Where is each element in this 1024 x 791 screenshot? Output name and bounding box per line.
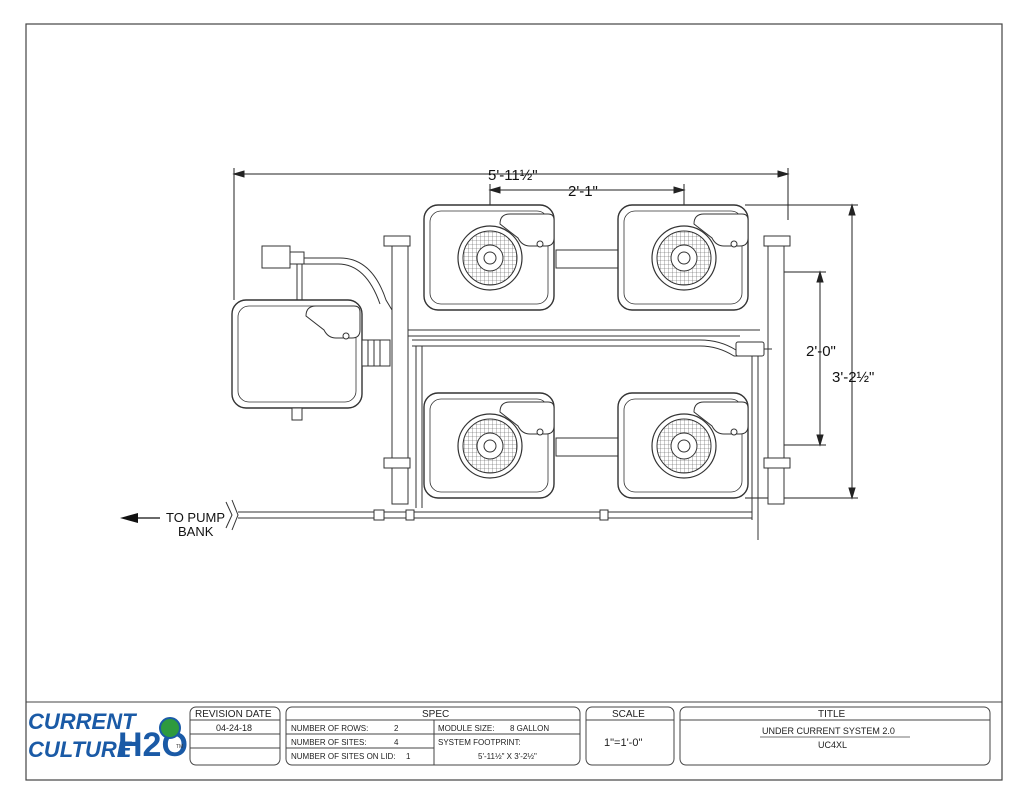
scale-box — [585, 706, 675, 766]
pump-return-line — [225, 499, 752, 531]
logo-tm: TM — [176, 744, 183, 750]
sheet-border — [25, 23, 1003, 781]
logo-line2: CULTURE — [28, 737, 133, 762]
pump-label-line2: BANK — [178, 524, 214, 539]
dimension-row-spacing — [780, 270, 826, 447]
control-bucket — [231, 245, 393, 421]
revision-date: 04-24-18 — [216, 723, 252, 733]
revision-box — [189, 706, 281, 766]
module-spacing-label: 2'-1" — [568, 183, 598, 200]
spec-footprint-label: SYSTEM FOOTPRINT: — [438, 738, 521, 747]
spec-sites-value: 4 — [394, 738, 399, 747]
title-name: UNDER CURRENT SYSTEM 2.0 — [762, 726, 895, 736]
pump-arrow — [120, 513, 160, 523]
spec-module-value: 8 GALLON — [510, 724, 549, 733]
overall-width-label: 5'-11½" — [488, 167, 538, 184]
manifold-frame — [383, 235, 791, 540]
logo-line1: CURRENT — [28, 709, 137, 734]
spec-rows-value: 2 — [394, 724, 399, 733]
title-header: TITLE — [818, 709, 846, 720]
revision-header: REVISION DATE — [195, 709, 272, 720]
module-top-left — [423, 204, 555, 311]
dimension-overall-depth — [745, 203, 858, 500]
dimension-overall-width — [232, 168, 790, 300]
spec-lid-value: 1 — [406, 752, 411, 761]
pump-label-line1: TO PUMP — [166, 510, 225, 525]
spec-rows-label: NUMBER OF ROWS: — [291, 724, 368, 733]
title-code: UC4XL — [818, 740, 847, 750]
spec-module-label: MODULE SIZE: — [438, 724, 494, 733]
module-bottom-left — [423, 392, 555, 499]
spec-sites-label: NUMBER OF SITES: — [291, 738, 367, 747]
overall-depth-label: 3'-2½" — [832, 369, 874, 386]
module-bottom-right — [617, 392, 749, 499]
globe-icon — [159, 717, 181, 739]
title-box — [679, 706, 991, 766]
scale-value: 1"=1'-0" — [604, 737, 642, 749]
spec-lid-label: NUMBER OF SITES ON LID: — [291, 752, 395, 761]
brand-logo: CURRENT CULTURE H2O TM — [28, 709, 188, 764]
row-spacing-label: 2'-0" — [806, 343, 836, 360]
scale-header: SCALE — [612, 709, 645, 720]
module-top-right — [617, 204, 749, 311]
spec-footprint-value: 5'-11½" X 3'-2½" — [478, 752, 537, 761]
spec-box — [285, 706, 581, 766]
spec-header: SPEC — [422, 709, 449, 720]
